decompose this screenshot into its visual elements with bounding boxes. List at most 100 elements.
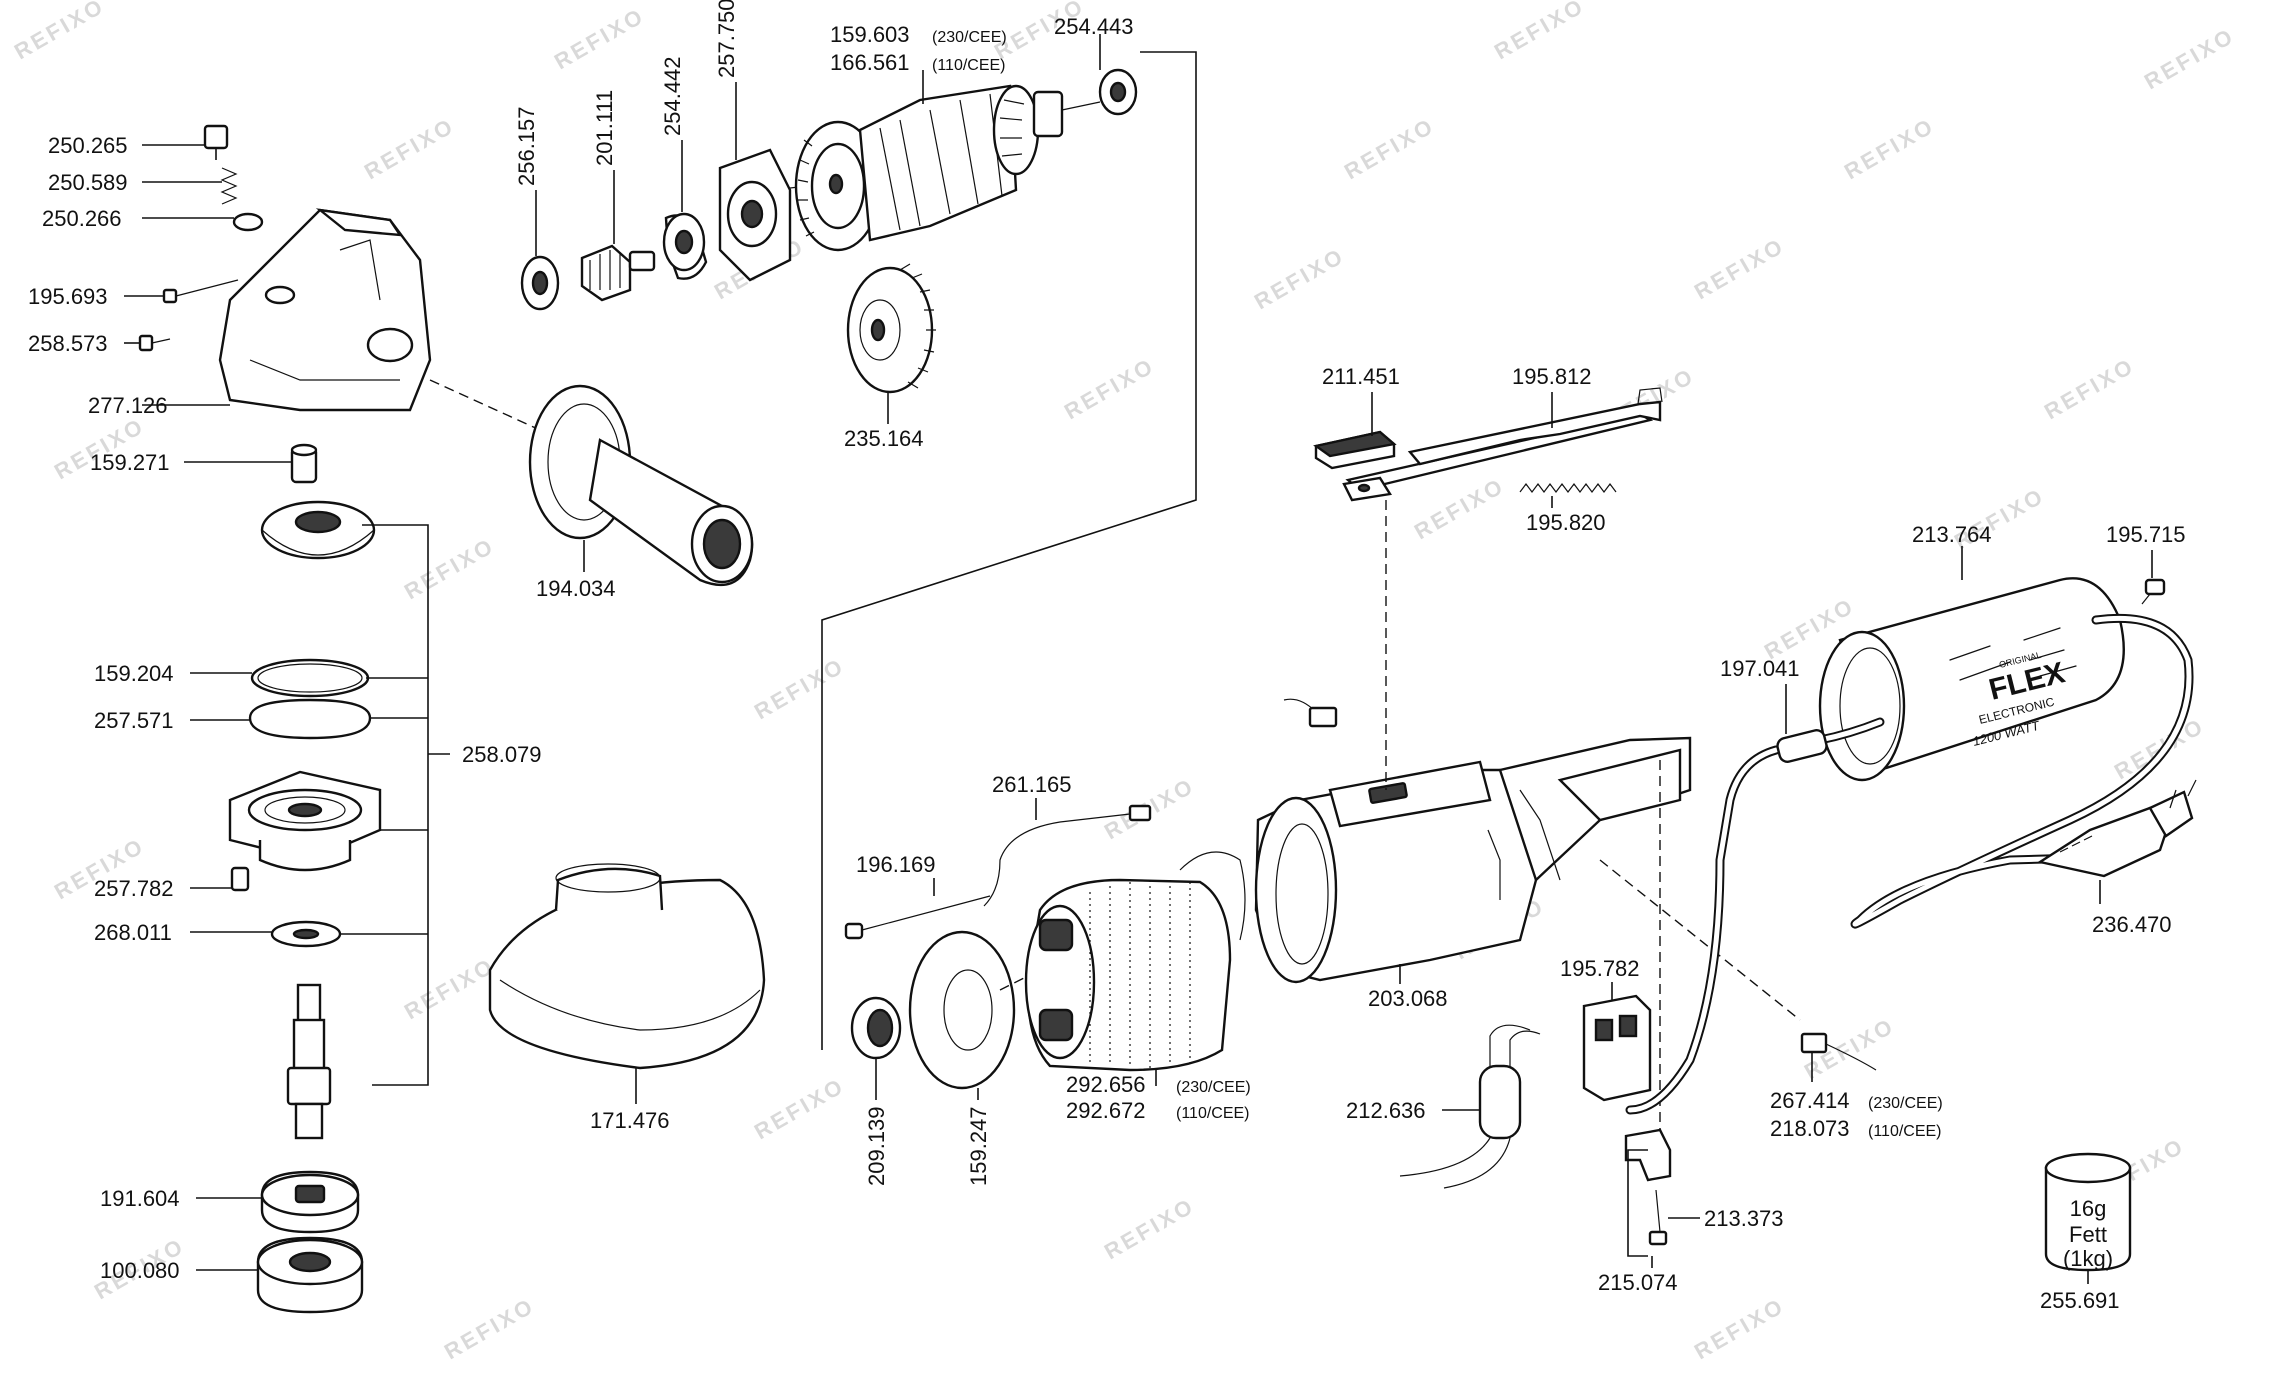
watermark: REFIXO	[1340, 113, 1439, 185]
label-218073: 218.073	[1770, 1116, 1850, 1141]
label-258573: 258.573	[28, 331, 108, 356]
pinion-201111: 201.111	[580, 90, 656, 302]
label-250266: 250.266	[42, 206, 122, 231]
label-201111: 201.111	[592, 90, 617, 166]
label-196169: 196.169	[856, 852, 936, 877]
axis-line	[1599, 859, 1801, 1021]
bevel-gear	[260, 500, 376, 560]
watermark: REFIXO	[750, 1073, 849, 1145]
side-handle-194034: 194.034	[528, 384, 754, 601]
label-171476: 171.476	[590, 1108, 670, 1133]
label-267414-variant: (230/CEE)	[1868, 1095, 1943, 1112]
label-267414: 267.414	[1770, 1088, 1850, 1113]
watermark: REFIXO	[1690, 233, 1789, 305]
field-coil-292656: 292.656 (230/CEE) 292.672 (110/CEE)	[1024, 851, 1251, 1123]
capacitor-212636: 212.636	[1346, 1024, 1541, 1189]
flange-191604: 191.604	[100, 1170, 360, 1234]
handle-cover-213764: FLEX ELECTRONIC 1200 WATT ORIGINAL 213.7…	[1818, 522, 2125, 782]
label-292672: 292.672	[1066, 1098, 1146, 1123]
cable-sleeve-197041: 197.041	[1720, 656, 1828, 763]
label-215074: 215.074	[1598, 1270, 1678, 1295]
bushing-159271: 159.271	[90, 443, 318, 484]
label-261165: 261.165	[992, 772, 1072, 797]
switch-bar-195812: 195.812	[1407, 364, 1663, 466]
label-268011: 268.011	[94, 920, 172, 945]
label-100080: 100.080	[100, 1258, 180, 1283]
axis-line	[429, 379, 541, 431]
watermark: REFIXO	[360, 113, 459, 185]
watermark: REFIXO	[2040, 353, 2139, 425]
label-191604: 191.604	[100, 1186, 180, 1211]
watermark: REFIXO	[750, 653, 849, 725]
watermark: REFIXO	[1690, 1293, 1789, 1365]
label-159204: 159.204	[94, 661, 174, 686]
label-212636: 212.636	[1346, 1098, 1426, 1123]
screw-250265: 250.265	[48, 124, 229, 160]
screw-196169: 196.169	[844, 852, 991, 940]
power-cable	[1625, 613, 2194, 1115]
label-195812: 195.812	[1512, 364, 1592, 389]
watermark: REFIXO	[2110, 713, 2209, 785]
label-292656: 292.656	[1066, 1072, 1146, 1097]
label-257571: 257.571	[94, 708, 174, 733]
label-258079: 258.079	[462, 742, 542, 767]
label-159247: 159.247	[966, 1106, 991, 1186]
group-bracket-258079: 258.079	[340, 524, 542, 1086]
tub-line1: 16g	[2070, 1196, 2107, 1221]
flange-bearing	[228, 770, 382, 872]
label-292672-variant: (110/CEE)	[1176, 1105, 1250, 1122]
label-213373: 213.373	[1704, 1206, 1784, 1231]
label-292656-variant: (230/CEE)	[1176, 1079, 1251, 1096]
label-203068: 203.068	[1368, 986, 1448, 1011]
label-254442: 254.442	[660, 56, 685, 136]
label-255691: 255.691	[2040, 1288, 2120, 1313]
seal-209139: 209.139	[850, 996, 902, 1186]
label-159603-variant: (230/CEE)	[932, 29, 1007, 46]
label-195693: 195.693	[28, 284, 108, 309]
washer-268011: 268.011	[94, 920, 342, 948]
tub-line2: Fett	[2069, 1222, 2107, 1247]
watermark: REFIXO	[1490, 0, 1589, 64]
armature-159603: 159.603 (230/CEE) 166.561 (110/CEE)	[789, 22, 1101, 252]
motor-group-frame	[821, 51, 1197, 1050]
screw-258573: 258.573	[28, 331, 171, 356]
label-197041: 197.041	[1720, 656, 1800, 681]
bearing-plate-257750: 257.750	[714, 0, 792, 282]
nut-100080: 100.080	[100, 1236, 364, 1314]
gear-housing-277126: 277.126	[88, 208, 432, 418]
label-277126: 277.126	[88, 393, 168, 418]
spindle	[286, 983, 332, 1140]
motor-housing-203068: 203.068	[1254, 736, 1692, 1011]
watermark: REFIXO	[10, 0, 109, 64]
gear-235164: 235.164	[844, 263, 936, 451]
spring-250589: 250.589	[48, 167, 238, 205]
watermark: REFIXO	[550, 3, 649, 75]
grease-tub-255691: 16g Fett (1kg) 255.691	[2040, 1152, 2132, 1313]
watermark: REFIXO	[1100, 1193, 1199, 1265]
watermark: REFIXO	[400, 533, 499, 605]
label-256157: 256.157	[514, 106, 539, 186]
watermark: REFIXO	[1840, 113, 1939, 185]
label-257750: 257.750	[714, 0, 739, 78]
screw-195715: 195.715	[2106, 522, 2186, 605]
label-211451: 211.451	[1322, 364, 1400, 389]
label-257782: 257.782	[94, 876, 174, 901]
watermark: REFIXO	[2140, 23, 2239, 95]
ring-250266: 250.266	[42, 206, 264, 232]
label-159271: 159.271	[90, 450, 170, 475]
cable-clamp-213373: 213.373	[1624, 1128, 1784, 1246]
label-250589: 250.589	[48, 170, 128, 195]
label-166561-variant: (110/CEE)	[932, 57, 1006, 74]
label-194034: 194.034	[536, 576, 616, 601]
label-195715: 195.715	[2106, 522, 2186, 547]
nut-256157: 256.157	[514, 106, 560, 311]
label-209139: 209.139	[864, 1106, 889, 1186]
bearing-254443: 254.443	[1054, 14, 1138, 116]
watermark: REFIXO	[1060, 353, 1159, 425]
bracket-215074: 215.074	[1598, 1149, 1678, 1295]
label-218073-variant: (110/CEE)	[1868, 1123, 1942, 1140]
screw-257782: 257.782	[94, 866, 250, 901]
label-195820: 195.820	[1526, 510, 1606, 535]
bearing-254442: 254.442	[660, 56, 708, 280]
